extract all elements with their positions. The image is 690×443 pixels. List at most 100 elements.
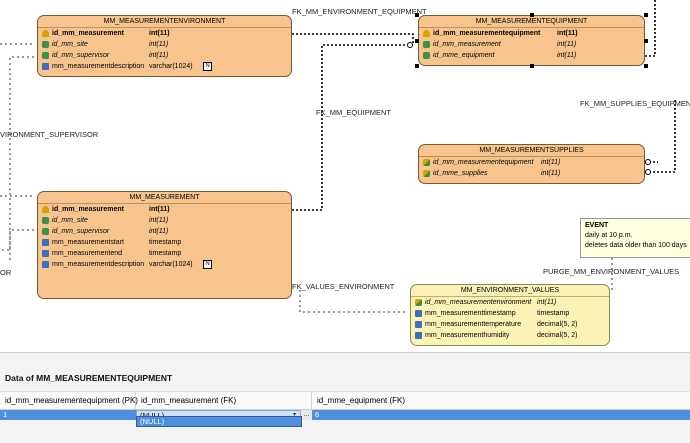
column-type: timestamp [149, 250, 182, 257]
resize-handle[interactable] [530, 64, 534, 68]
column-name: id_mm_measurement [52, 206, 124, 213]
label-fk-supplies-equipment[interactable]: FK_MM_SUPPLIES_EQUIPMENT [580, 99, 690, 108]
column-icon [415, 310, 422, 317]
column-type: int(11) [149, 206, 170, 213]
resize-handle[interactable] [644, 13, 648, 17]
column-type: int(11) [149, 41, 169, 48]
nullable-badge: N [203, 260, 212, 269]
column-name: id_mm_supervisor [52, 52, 110, 59]
primary-key-icon [423, 30, 430, 37]
foreign-key-icon [42, 217, 49, 224]
resize-handle[interactable] [415, 64, 419, 68]
event-description: deletes data older than 100 days [585, 242, 687, 249]
entity-measurement-environment[interactable]: MM_MEASUREMENTENVIRONMENT id_mm_measurem… [37, 15, 292, 77]
column-type: timestamp [537, 310, 570, 317]
resize-handle[interactable] [644, 39, 648, 43]
diagram-canvas[interactable]: FK_MM_ENVIRONMENT_EQUIPMENT FK_MM_SUPPLI… [0, 0, 690, 352]
column-type: int(11) [557, 30, 578, 37]
column-type: int(11) [149, 52, 169, 59]
data-grid: id_mm_measurementequipment (PK) id_mm_me… [0, 391, 690, 420]
cell-id[interactable]: 1 [3, 410, 8, 419]
column-icon [42, 239, 49, 246]
column-type: int(11) [537, 299, 557, 306]
panel-title: Data of MM_MEASUREMENTEQUIPMENT [5, 373, 173, 383]
column-name: id_mm_measurementenvironment [425, 299, 532, 306]
column-type: int(11) [541, 170, 561, 177]
label-left-cut[interactable]: OR [0, 268, 12, 277]
foreign-key-icon [42, 52, 49, 59]
column-name: mm_measurementtemperature [425, 321, 522, 328]
ellipsis-button[interactable]: ... [300, 410, 312, 420]
resize-handle[interactable] [530, 13, 534, 17]
column-icon [415, 321, 422, 328]
resize-handle[interactable] [415, 39, 419, 43]
column-icon [42, 261, 49, 268]
event-schedule: daily at 10 p.m. [585, 232, 633, 239]
column-icon [42, 63, 49, 70]
entity-title: MM_MEASUREMENTENVIRONMENT [38, 16, 291, 28]
column-name: mm_measurementdescription [52, 261, 145, 268]
entity-environment-values[interactable]: MM_ENVIRONMENT_VALUES id_mm_measuremente… [410, 284, 610, 346]
dropdown-option-null[interactable]: (NULL) [136, 416, 302, 427]
column-name: mm_measurementhumidity [425, 332, 510, 339]
column-type: int(11) [541, 159, 561, 166]
entity-title: MM_MEASUREMENT [38, 192, 291, 204]
label-fk-equipment[interactable]: FK_MM_EQUIPMENT [316, 108, 392, 117]
column-name: mm_measurementstart [52, 239, 124, 246]
event-note[interactable]: EVENT daily at 10 p.m. deletes data olde… [580, 218, 690, 258]
column-name: id_mm_measurementequipment [433, 159, 534, 166]
primary-key-icon [42, 206, 49, 213]
data-panel: Data of MM_MEASUREMENTEQUIPMENT id_mm_me… [0, 352, 690, 443]
column-type: decimal(5, 2) [537, 332, 578, 339]
label-purge-values[interactable]: PURGE_MM_ENVIRONMENT_VALUES [543, 267, 680, 276]
primary-key-icon [42, 30, 49, 37]
column-type: int(11) [149, 217, 169, 224]
primary-foreign-key-icon [423, 159, 430, 166]
column-name: mm_measurementend [52, 250, 123, 257]
cell-equipment[interactable]: 6 [315, 410, 320, 419]
column-name: id_mm_measurementequipment [433, 30, 541, 37]
column-type: varchar(1024) [149, 63, 193, 70]
primary-foreign-key-icon [415, 299, 422, 306]
entity-measurement-equipment[interactable]: MM_MEASUREMENTEQUIPMENT id_mm_measuremen… [418, 15, 645, 66]
column-name: mm_measurementtimestamp [425, 310, 516, 317]
table-row[interactable]: 1 (NULL) ▾ ... 6 [0, 410, 690, 420]
entity-title: MM_MEASUREMENTEQUIPMENT [419, 16, 644, 28]
column-type: int(11) [149, 228, 169, 235]
label-fk-env-supervisor[interactable]: VIRONMENT_SUPERVISOR [0, 130, 99, 139]
cell-measurement-value: (NULL) [140, 411, 164, 420]
foreign-key-icon [42, 228, 49, 235]
resize-handle[interactable] [644, 64, 648, 68]
event-title: EVENT [585, 222, 609, 229]
entity-measurement-supplies[interactable]: MM_MEASUREMENTSUPPLIES id_mm_measurement… [418, 144, 645, 184]
column-name: id_mme_supplies [433, 170, 488, 177]
foreign-key-icon [42, 41, 49, 48]
foreign-key-icon [423, 41, 430, 48]
column-icon [415, 332, 422, 339]
entity-title: MM_MEASUREMENTSUPPLIES [419, 145, 644, 157]
column-type: decimal(5, 2) [537, 321, 578, 328]
relationship-lines [0, 0, 676, 313]
column-name: id_mm_measurement [52, 30, 124, 37]
primary-foreign-key-icon [423, 170, 430, 177]
foreign-key-icon [423, 52, 430, 59]
column-name: id_mm_measurement [433, 41, 501, 48]
column-name: id_mm_supervisor [52, 228, 110, 235]
label-fk-values-environment[interactable]: FK_VALUES_ENVIRONMENT [292, 282, 395, 291]
entity-title: MM_ENVIRONMENT_VALUES [411, 285, 609, 297]
column-name: id_mm_site [52, 41, 88, 48]
chevron-down-icon[interactable]: ▾ [292, 412, 296, 418]
column-name: id_mme_equipment [433, 52, 495, 59]
column-type: int(11) [557, 52, 577, 59]
grid-header: id_mm_measurementequipment (PK) id_mm_me… [0, 391, 690, 410]
column-header-measurement[interactable]: id_mm_measurement (FK) [136, 392, 312, 409]
label-fk-env-equipment[interactable]: FK_MM_ENVIRONMENT_EQUIPMENT [292, 7, 427, 16]
column-type: timestamp [149, 239, 182, 246]
resize-handle[interactable] [415, 13, 419, 17]
column-header-pk[interactable]: id_mm_measurementequipment (PK) [0, 392, 138, 409]
column-header-equipment[interactable]: id_mme_equipment (FK) [317, 396, 406, 405]
column-type: int(11) [557, 41, 577, 48]
nullable-badge: N [203, 62, 212, 71]
column-type: varchar(1024) [149, 261, 193, 268]
